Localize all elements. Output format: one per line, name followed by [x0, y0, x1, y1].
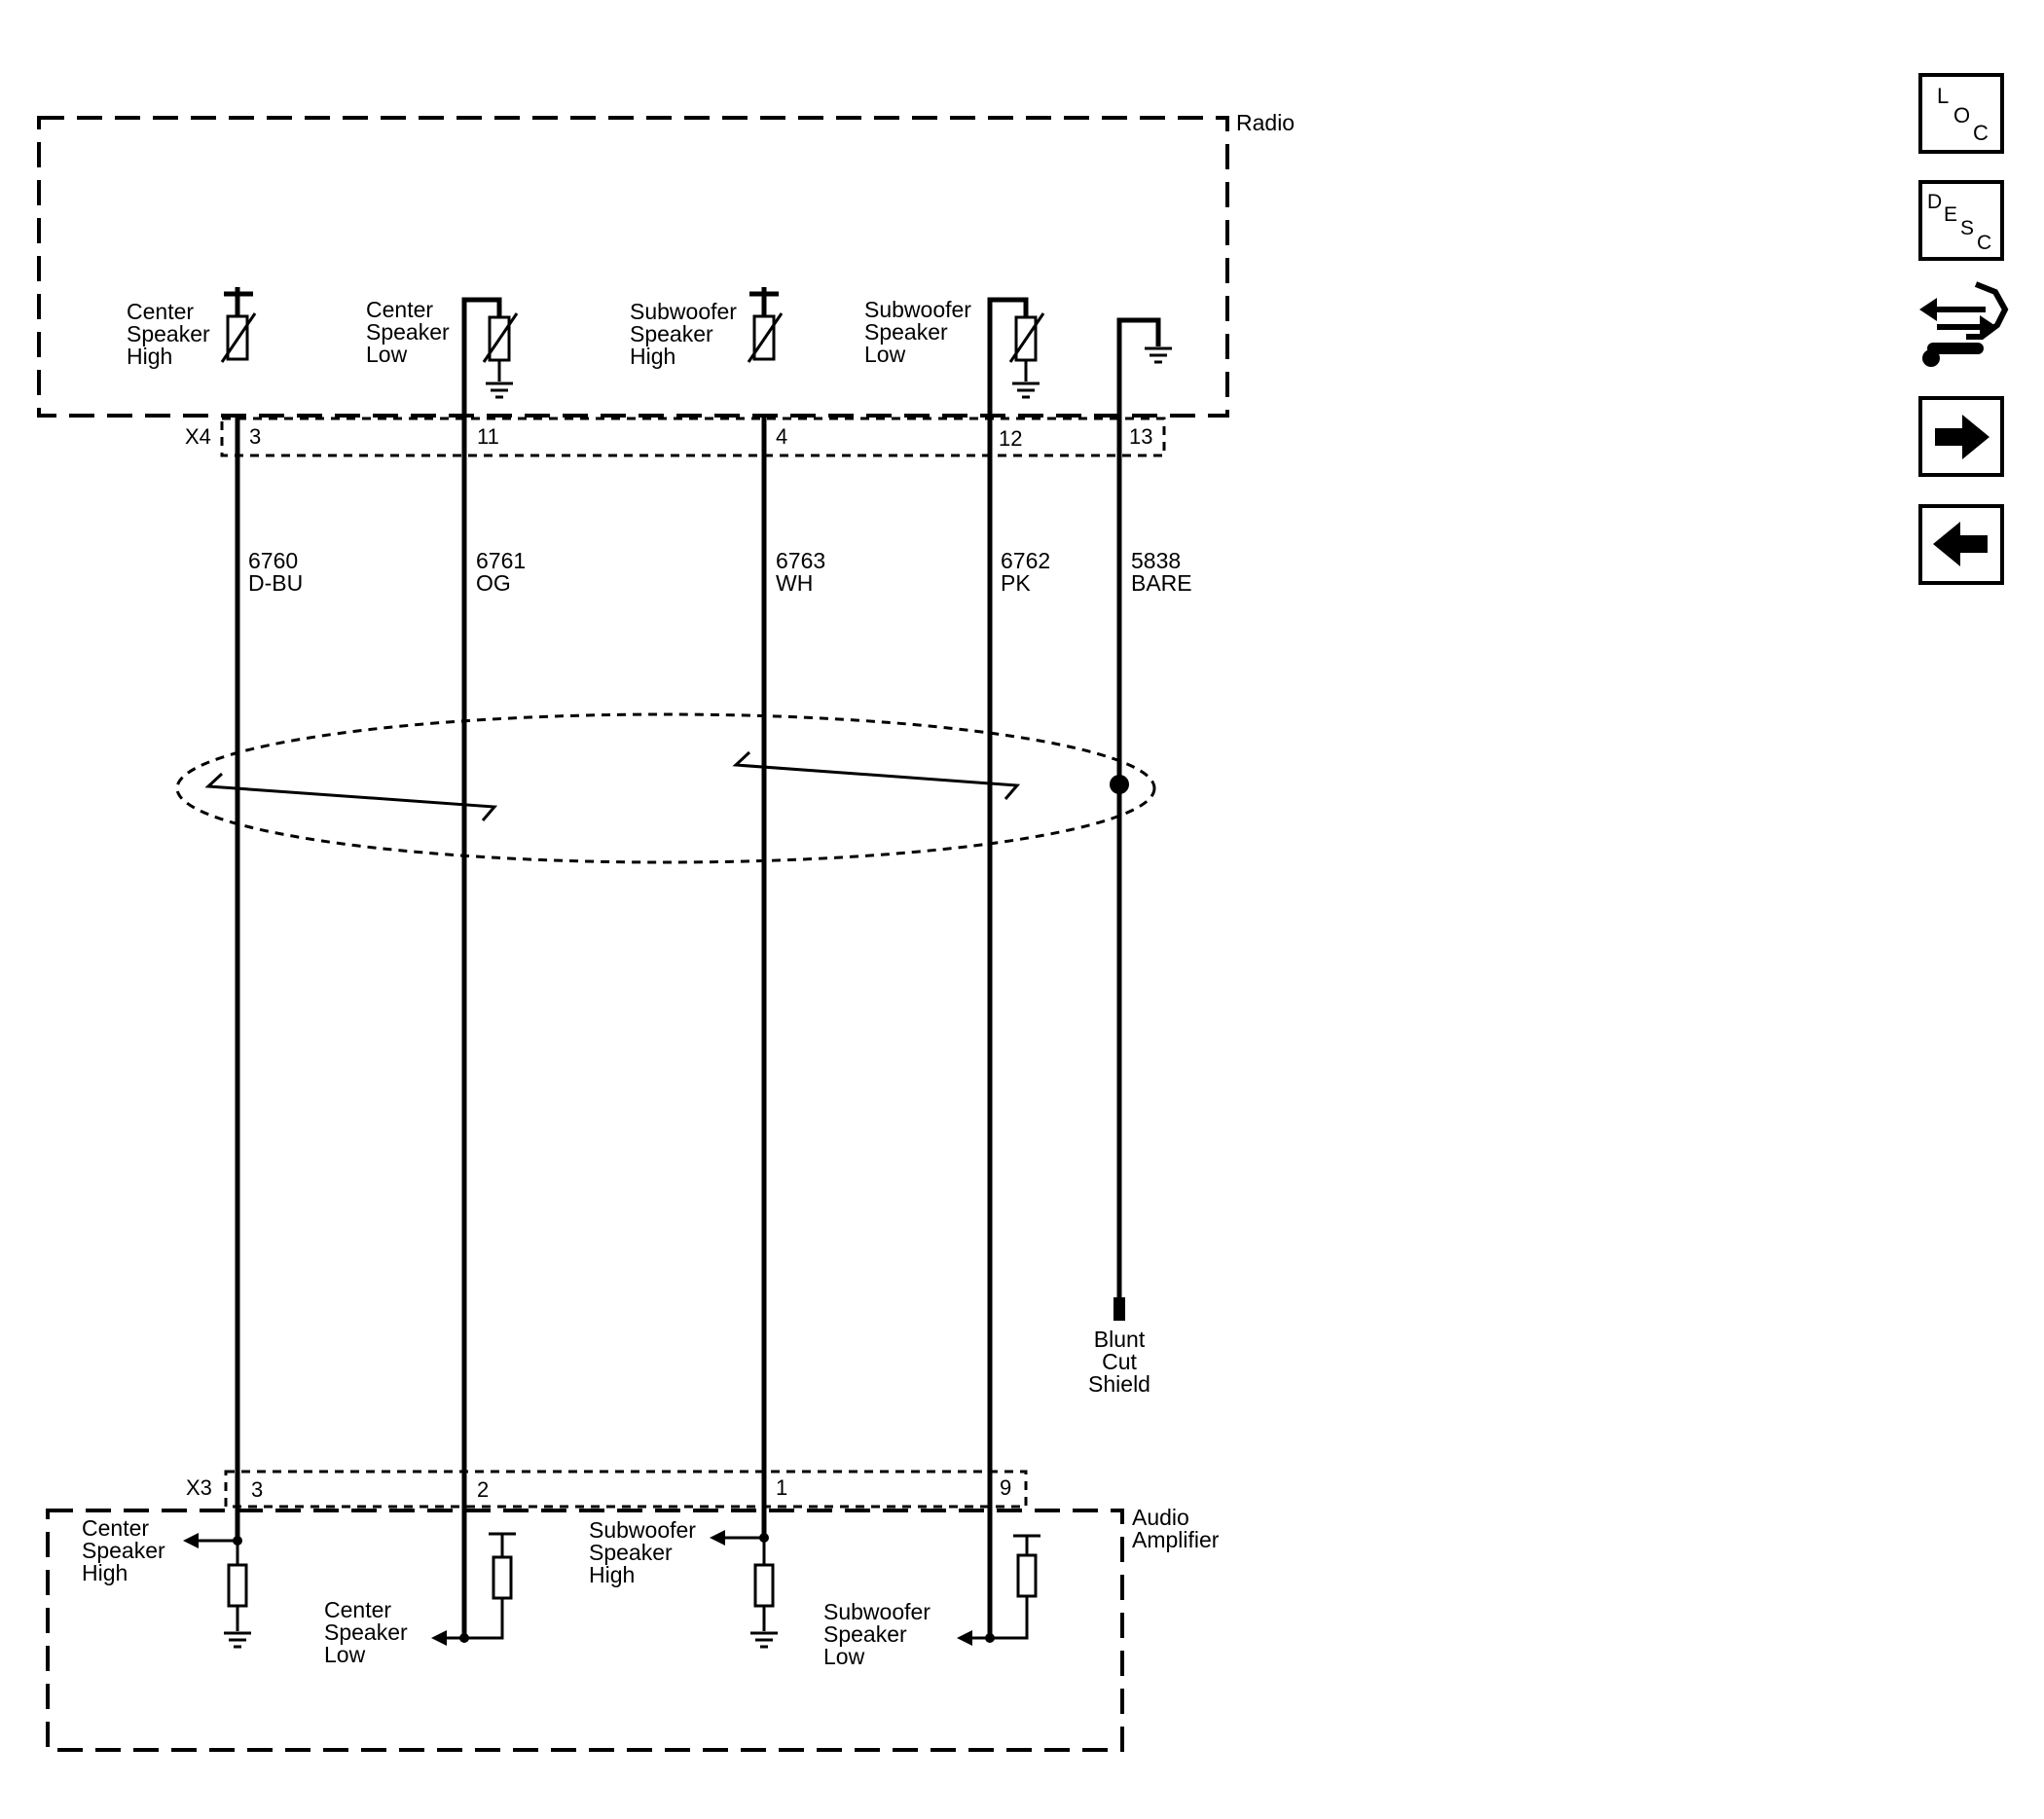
pin-x4-13: 13	[1129, 424, 1152, 449]
desc-letter-c: C	[1977, 232, 1991, 254]
amp-circuit-label-sub-low-1: Subwoofer	[823, 1599, 931, 1624]
radio-connector-x4: X4 3 11 4 12 13	[185, 417, 1166, 457]
radio-circuit-label-center-high-2: Speaker	[127, 321, 210, 346]
arrow-left-icon	[710, 1530, 725, 1546]
amp-circuit-label-center-low-1: Center	[324, 1597, 391, 1622]
amplifier-outline	[46, 1509, 1124, 1752]
pin-x4-3: 3	[249, 424, 261, 449]
amplifier-connector-x3: X3 3 2 1 9	[186, 1470, 1028, 1509]
wire-color-5838: BARE	[1131, 570, 1192, 596]
loc-button[interactable]: L O C	[1918, 73, 2004, 154]
amplifier-component: Audio Amplifier	[46, 1505, 1220, 1752]
pin-x4-11: 11	[477, 424, 499, 449]
pin-x3-9: 9	[1000, 1475, 1011, 1500]
loc-letter-o: O	[1953, 103, 1970, 127]
radio-circuit-label-center-high-3: High	[127, 344, 172, 369]
radio-circuit-label-center-low-3: Low	[366, 342, 408, 367]
ground-icon	[486, 382, 513, 399]
desc-button[interactable]: D E S C	[1918, 180, 2004, 261]
amp-circuit-label-sub-low-3: Low	[823, 1644, 865, 1669]
amp-circuit-label-sub-high-1: Subwoofer	[589, 1517, 696, 1543]
amp-circuit-label-sub-high-3: High	[589, 1562, 635, 1587]
variable-resistor-icon	[226, 314, 249, 361]
loc-letter-c: C	[1973, 121, 1989, 145]
radio-circuit-label-center-high-1: Center	[127, 299, 194, 324]
wires	[235, 416, 1122, 1638]
radio-internal-symbols	[220, 287, 1172, 416]
arrow-left-icon	[431, 1630, 447, 1646]
wire-circuit-6763: 6763	[776, 548, 825, 573]
arrow-left-icon	[183, 1533, 199, 1548]
wire-circuit-6760: 6760	[248, 548, 298, 573]
shield-end-label-2: Cut	[1102, 1349, 1137, 1374]
shield-twisted-pair	[175, 712, 1156, 864]
wire-color-6760: D-BU	[248, 570, 303, 596]
amplifier-circuit-labels: Center Speaker High Center Speaker Low S…	[82, 1515, 931, 1669]
amp-circuit-label-center-high-1: Center	[82, 1515, 149, 1541]
amp-circuit-label-center-high-3: High	[82, 1560, 128, 1585]
pin-x3-2: 2	[477, 1477, 489, 1502]
wire-circuit-6761: 6761	[476, 548, 526, 573]
shield-splice-dot	[1110, 775, 1129, 794]
amp-circuit-label-center-low-2: Speaker	[324, 1619, 408, 1645]
twist-indicator-subwoofer	[732, 750, 1021, 800]
radio-circuit-label-sub-high-2: Speaker	[630, 321, 713, 346]
pin-x4-4: 4	[776, 424, 787, 449]
amp-circuit-label-sub-low-2: Speaker	[823, 1621, 907, 1647]
wire-color-6761: OG	[476, 570, 511, 596]
radio-circuit-label-sub-high-3: High	[630, 344, 675, 369]
arrow-left-icon	[957, 1630, 972, 1646]
amplifier-label-1: Audio	[1132, 1505, 1189, 1530]
radio-circuit-labels: Center Speaker High Center Speaker Low S…	[127, 297, 971, 369]
radio-circuit-label-sub-high-1: Subwoofer	[630, 299, 737, 324]
ground-icon	[750, 1631, 778, 1649]
next-arrow-icon[interactable]	[1918, 396, 2004, 477]
wire-color-6763: WH	[776, 570, 813, 596]
twist-indicator-center	[204, 772, 498, 821]
resistor-icon	[227, 1563, 248, 1608]
radio-circuit-label-center-low-1: Center	[366, 297, 433, 322]
desc-letter-e: E	[1944, 203, 1957, 226]
wire-color-6762: PK	[1001, 570, 1031, 596]
connector-id-x3: X3	[186, 1475, 212, 1500]
amp-circuit-label-center-low-3: Low	[324, 1642, 366, 1667]
resistor-icon	[1016, 1553, 1038, 1598]
wire-circuit-6762: 6762	[1001, 548, 1050, 573]
radio-circuit-label-sub-low-2: Speaker	[864, 319, 948, 345]
amplifier-internal-symbols	[183, 1530, 1040, 1649]
wire-circuit-5838: 5838	[1131, 548, 1181, 573]
nav-buttons: L O C D E S C	[1918, 73, 2009, 585]
desc-letter-d: D	[1927, 191, 1942, 213]
shield-end-label-1: Blunt	[1094, 1327, 1146, 1352]
amp-circuit-label-center-high-2: Speaker	[82, 1538, 165, 1563]
resistor-icon	[492, 1555, 513, 1600]
blunt-cut-shield: Blunt Cut Shield	[1088, 1297, 1150, 1397]
ground-icon	[224, 1631, 251, 1649]
radio-label: Radio	[1236, 110, 1295, 135]
amplifier-label-2: Amplifier	[1132, 1527, 1220, 1552]
radio-circuit-label-center-low-2: Speaker	[366, 319, 450, 345]
shield-end-label-3: Shield	[1088, 1371, 1150, 1397]
radio-outline	[37, 116, 1229, 418]
radio-circuit-label-sub-low-3: Low	[864, 342, 906, 367]
ground-icon	[1145, 346, 1172, 364]
connector-tool-icon[interactable]	[1919, 281, 2009, 367]
previous-arrow-icon[interactable]	[1918, 504, 2004, 585]
ground-icon	[1012, 382, 1040, 399]
loc-letter-l: L	[1937, 84, 1949, 108]
connector-id-x4: X4	[185, 424, 211, 449]
shield-ellipse	[175, 712, 1156, 864]
amp-circuit-label-sub-high-2: Speaker	[589, 1540, 673, 1565]
pin-x3-1: 1	[776, 1475, 787, 1500]
resistor-icon	[753, 1563, 775, 1608]
radio-component: Radio	[37, 110, 1295, 418]
variable-resistor-icon	[752, 314, 776, 361]
radio-circuit-label-sub-low-1: Subwoofer	[864, 297, 971, 322]
desc-letter-s: S	[1960, 217, 1974, 239]
wire-labels: 6760 D-BU 6761 OG 6763 WH 6762 PK 5838 B…	[248, 548, 1192, 596]
pin-x3-3: 3	[251, 1477, 263, 1502]
pin-x4-12: 12	[999, 426, 1022, 451]
